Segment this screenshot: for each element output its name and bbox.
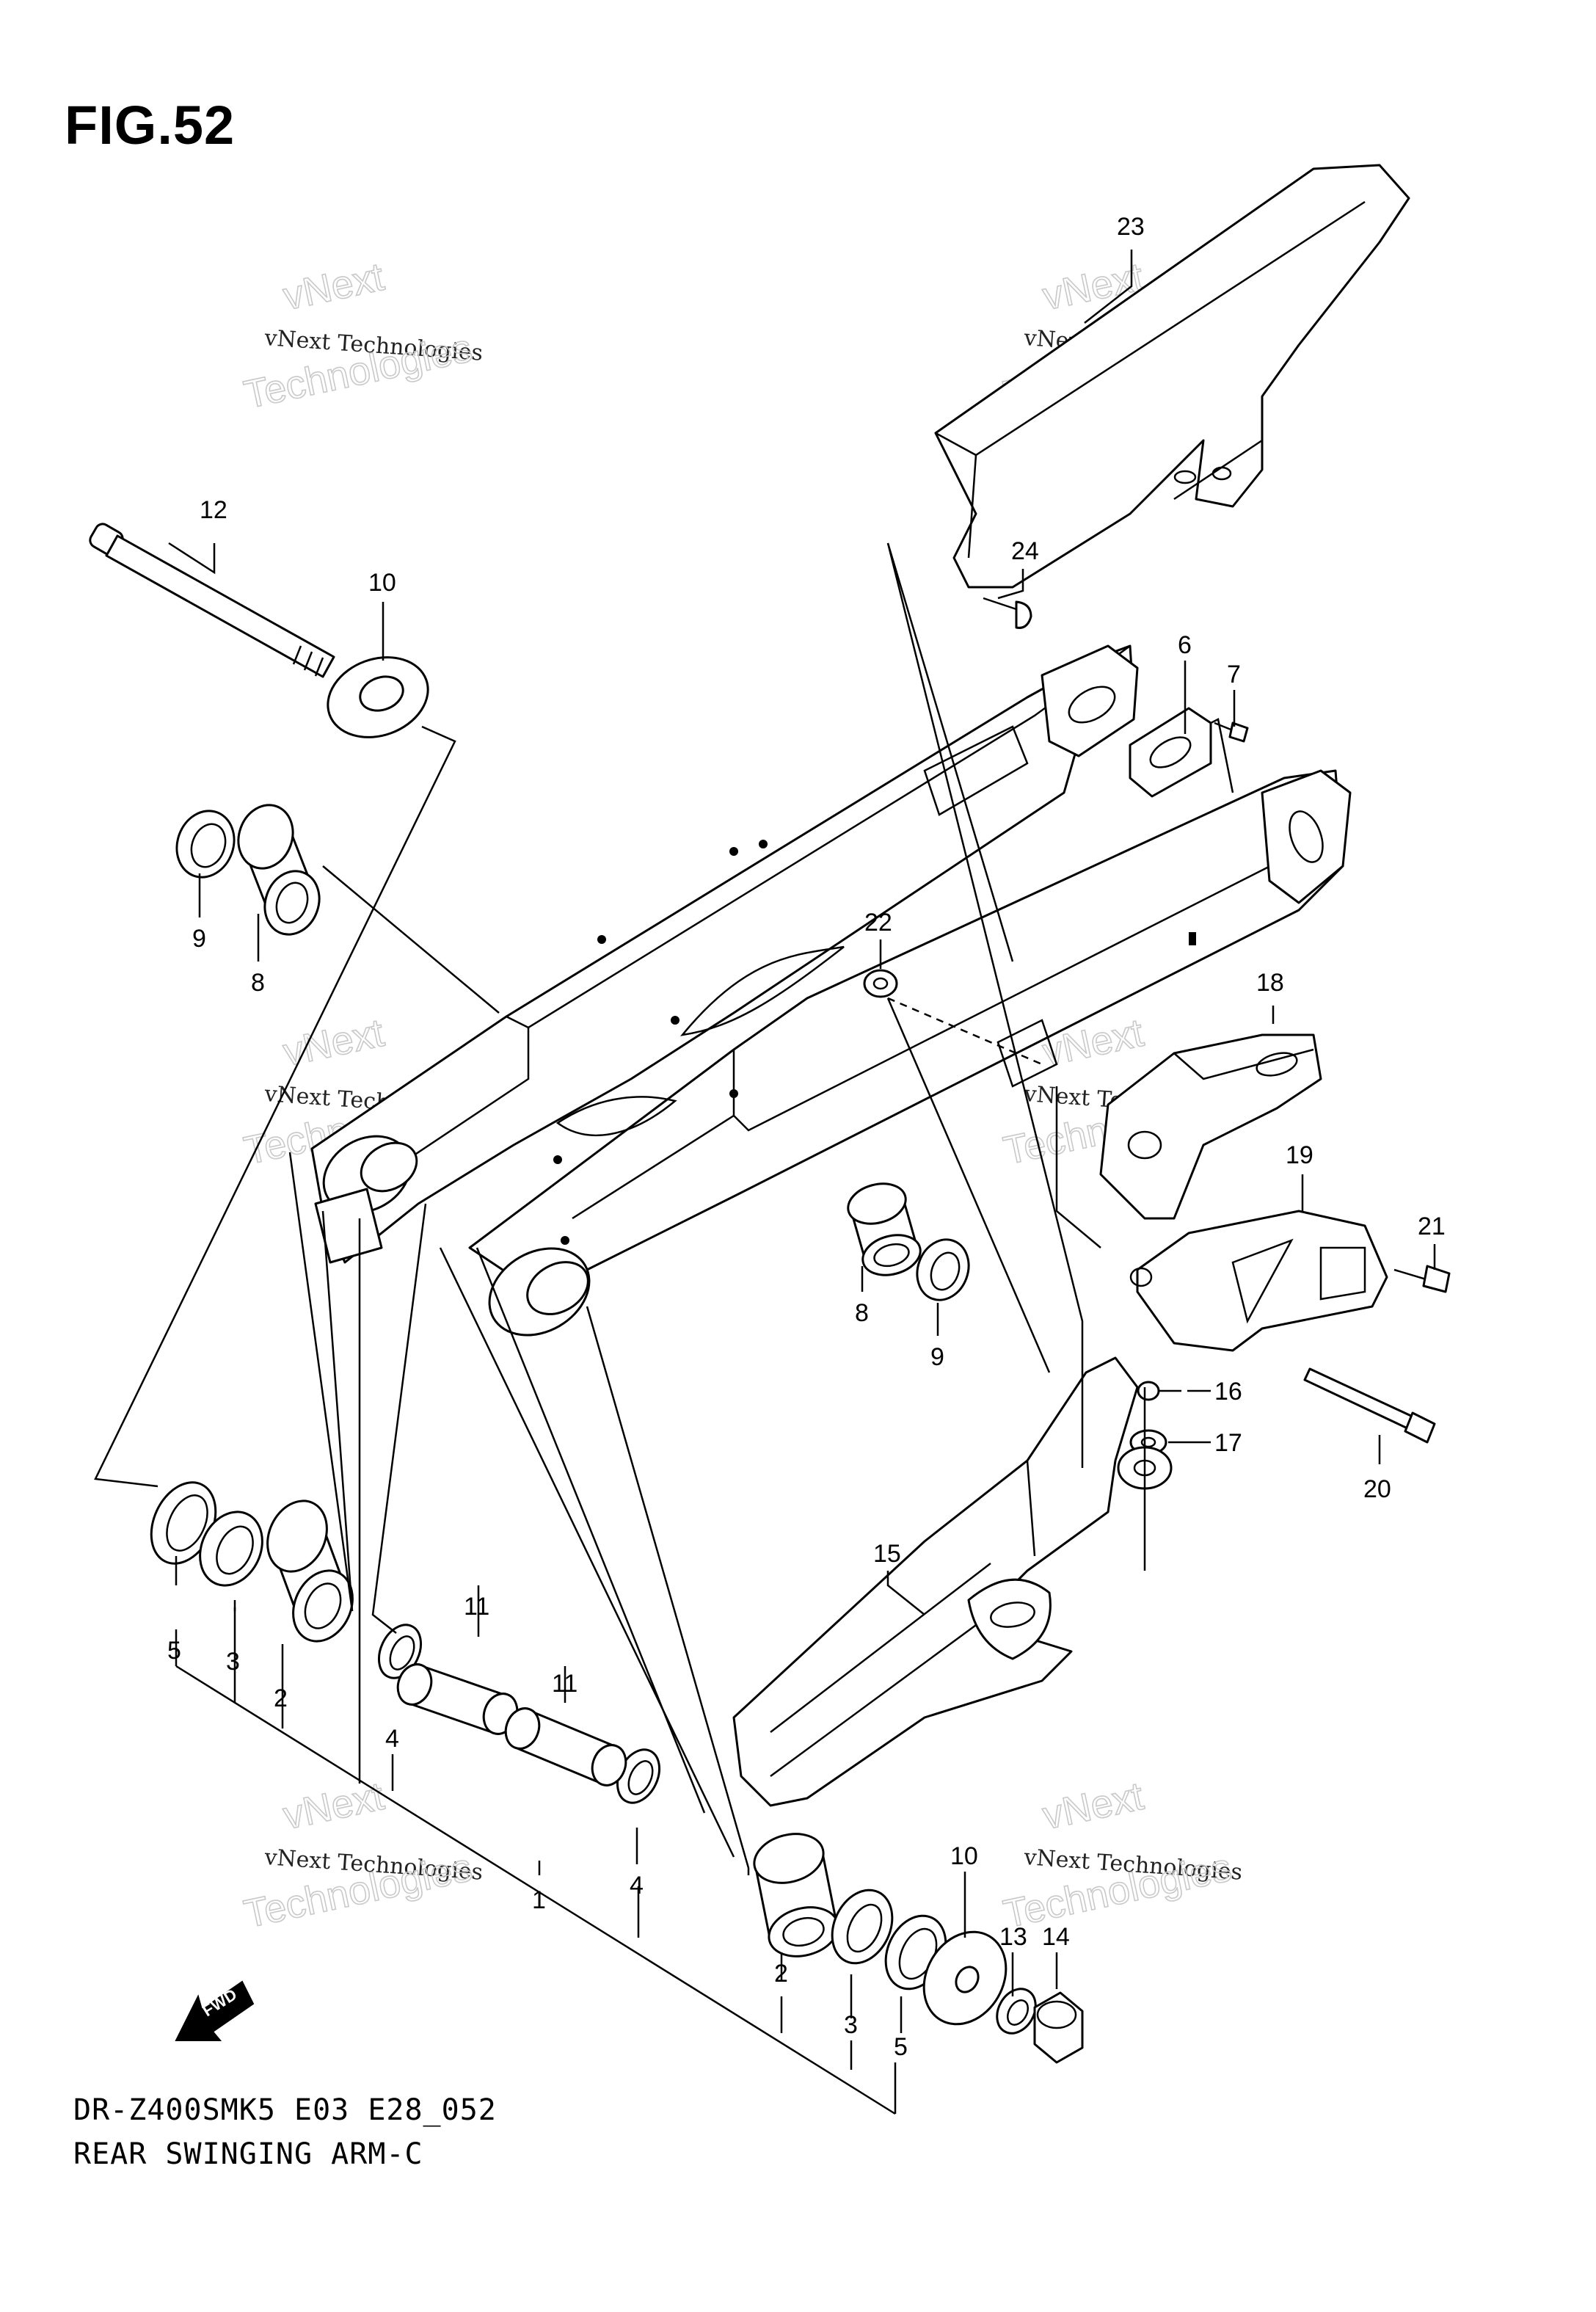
part-24-screw <box>983 597 1032 629</box>
callout-9: 9 <box>192 925 206 953</box>
part-10-washer <box>922 1930 1007 2026</box>
part-3-seal <box>831 1889 894 1965</box>
callout-16: 16 <box>1214 1378 1242 1406</box>
callout-19: 19 <box>1286 1141 1313 1169</box>
callout-2: 2 <box>774 1960 788 1988</box>
part-6-adjuster-plate <box>1129 707 1212 798</box>
watermark-vnext: vNext <box>280 1011 388 1075</box>
part-22-alignment-line <box>887 997 1043 1066</box>
part-14-nut <box>1033 1991 1084 2064</box>
callout-11: 11 <box>464 1593 489 1621</box>
callout-5: 5 <box>167 1637 181 1665</box>
callout-17: 17 <box>1214 1429 1242 1457</box>
callout-15: 15 <box>873 1540 901 1568</box>
callout-3: 3 <box>844 2011 858 2039</box>
callout-7: 7 <box>1227 661 1241 688</box>
part-9-seal <box>916 1238 970 1301</box>
callout-12: 12 <box>200 496 227 524</box>
fwd-direction-arrow: FWD <box>175 1980 255 2041</box>
callout-8: 8 <box>855 1299 869 1327</box>
part-8-bearing <box>847 1182 922 1276</box>
callout-4: 4 <box>630 1872 644 1900</box>
callout-4: 4 <box>385 1725 399 1753</box>
part-12-pivot-bolt <box>89 523 335 678</box>
callout-labels: 23 12 10 24 6 7 9 8 22 18 19 21 8 9 16 1… <box>167 213 1446 2061</box>
part-7-bolt <box>1214 721 1249 743</box>
watermark-vnext: vNext <box>280 255 388 319</box>
leader-lines <box>94 250 1436 2115</box>
part-9-seal <box>175 810 236 879</box>
part-20-bolt <box>1303 1367 1436 1444</box>
part-11-spacer <box>504 1707 627 1786</box>
callout-1: 1 <box>532 1886 546 1914</box>
part-16-screw <box>1137 1381 1181 1401</box>
callout-10: 10 <box>950 1842 978 1870</box>
callout-8: 8 <box>251 969 265 997</box>
callout-14: 14 <box>1042 1923 1070 1951</box>
callout-6: 6 <box>1178 631 1192 659</box>
part-2-bearing <box>266 1499 354 1643</box>
callout-2: 2 <box>274 1684 288 1712</box>
part-2-bearing <box>753 1833 839 1957</box>
part-4-seal <box>377 1624 423 1679</box>
part-11-spacer <box>396 1663 519 1735</box>
callout-21: 21 <box>1418 1213 1446 1240</box>
part-1-swing-arm <box>310 644 1352 1337</box>
part-8-bearing <box>237 804 321 936</box>
part-3-seal <box>199 1511 263 1587</box>
part-22-nut <box>863 969 898 998</box>
part-10-washer <box>327 656 429 738</box>
callout-9: 9 <box>930 1343 944 1371</box>
callout-3: 3 <box>226 1648 240 1676</box>
callout-22: 22 <box>864 909 892 937</box>
part-18-chain-guide <box>996 1019 1322 1220</box>
part-13-washer <box>996 1988 1037 2035</box>
callout-5: 5 <box>894 2033 908 2061</box>
callout-23: 23 <box>1117 213 1145 241</box>
callout-24: 24 <box>1011 537 1039 565</box>
diagram-name: REAR SWINGING ARM-C <box>73 2137 423 2171</box>
watermark-vnext: vNext <box>1039 1774 1148 1838</box>
callout-11: 11 <box>552 1670 577 1698</box>
figure-title: FIG.52 <box>65 95 236 156</box>
callout-20: 20 <box>1363 1475 1391 1503</box>
watermark-vnext: vNext <box>280 1774 388 1838</box>
callout-13: 13 <box>999 1923 1027 1951</box>
part-19-guide-plate <box>1129 1210 1388 1352</box>
callout-10: 10 <box>368 569 396 597</box>
model-code: DR-Z400SMK5 E03 E28_052 <box>73 2093 497 2127</box>
part-23-chain-case <box>934 164 1410 589</box>
part-21-bolt <box>1393 1265 1451 1293</box>
part-15-chain-buffer <box>732 1356 1173 1807</box>
callout-18: 18 <box>1256 969 1284 997</box>
